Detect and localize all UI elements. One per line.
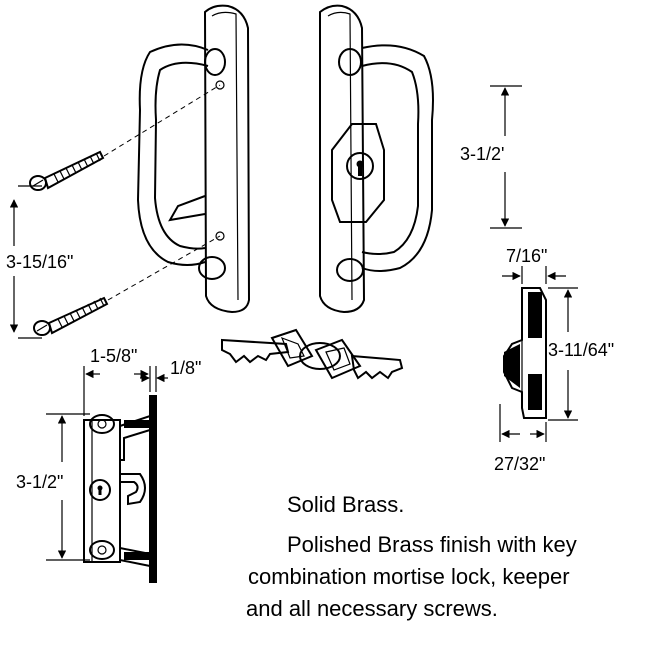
lock-height-dimension [46, 413, 90, 561]
keeper-width-label: 7/16" [506, 246, 547, 266]
caption-line-2: Polished Brass finish with key [287, 532, 577, 557]
keeper-height-label: 3-11/64" [548, 340, 614, 360]
screw-spacing-label: 3-15/16" [6, 252, 73, 272]
caption-line-4: and all necessary screws. [246, 596, 498, 621]
lock-height-label: 3-1/2" [16, 472, 63, 492]
handle-height-label: 3-1/2' [460, 144, 504, 164]
lock-width-dimension [83, 366, 151, 416]
lock-plate-dimension [140, 366, 168, 392]
screw-bottom [33, 296, 109, 336]
inside-handle [136, 4, 251, 314]
keeper-width-dimension [502, 266, 566, 284]
outside-handle [319, 4, 434, 314]
lock-width-label: 1-5/8" [90, 346, 137, 366]
mortise-lock [83, 395, 157, 583]
screw-spacing-dimension [9, 185, 42, 339]
caption-line-3: combination mortise lock, keeper [248, 564, 570, 589]
keeper-depth-label: 27/32" [494, 454, 545, 474]
screw-top [29, 150, 105, 191]
caption-line-1: Solid Brass. [287, 492, 404, 517]
keeper-depth-dimension [499, 404, 547, 442]
keeper [503, 287, 547, 419]
handle-height-dimension [490, 85, 522, 229]
keys [221, 328, 404, 380]
lock-plate-label: 1/8" [170, 358, 201, 378]
keeper-height-dimension [548, 287, 578, 421]
keyhole-icon [346, 152, 374, 180]
